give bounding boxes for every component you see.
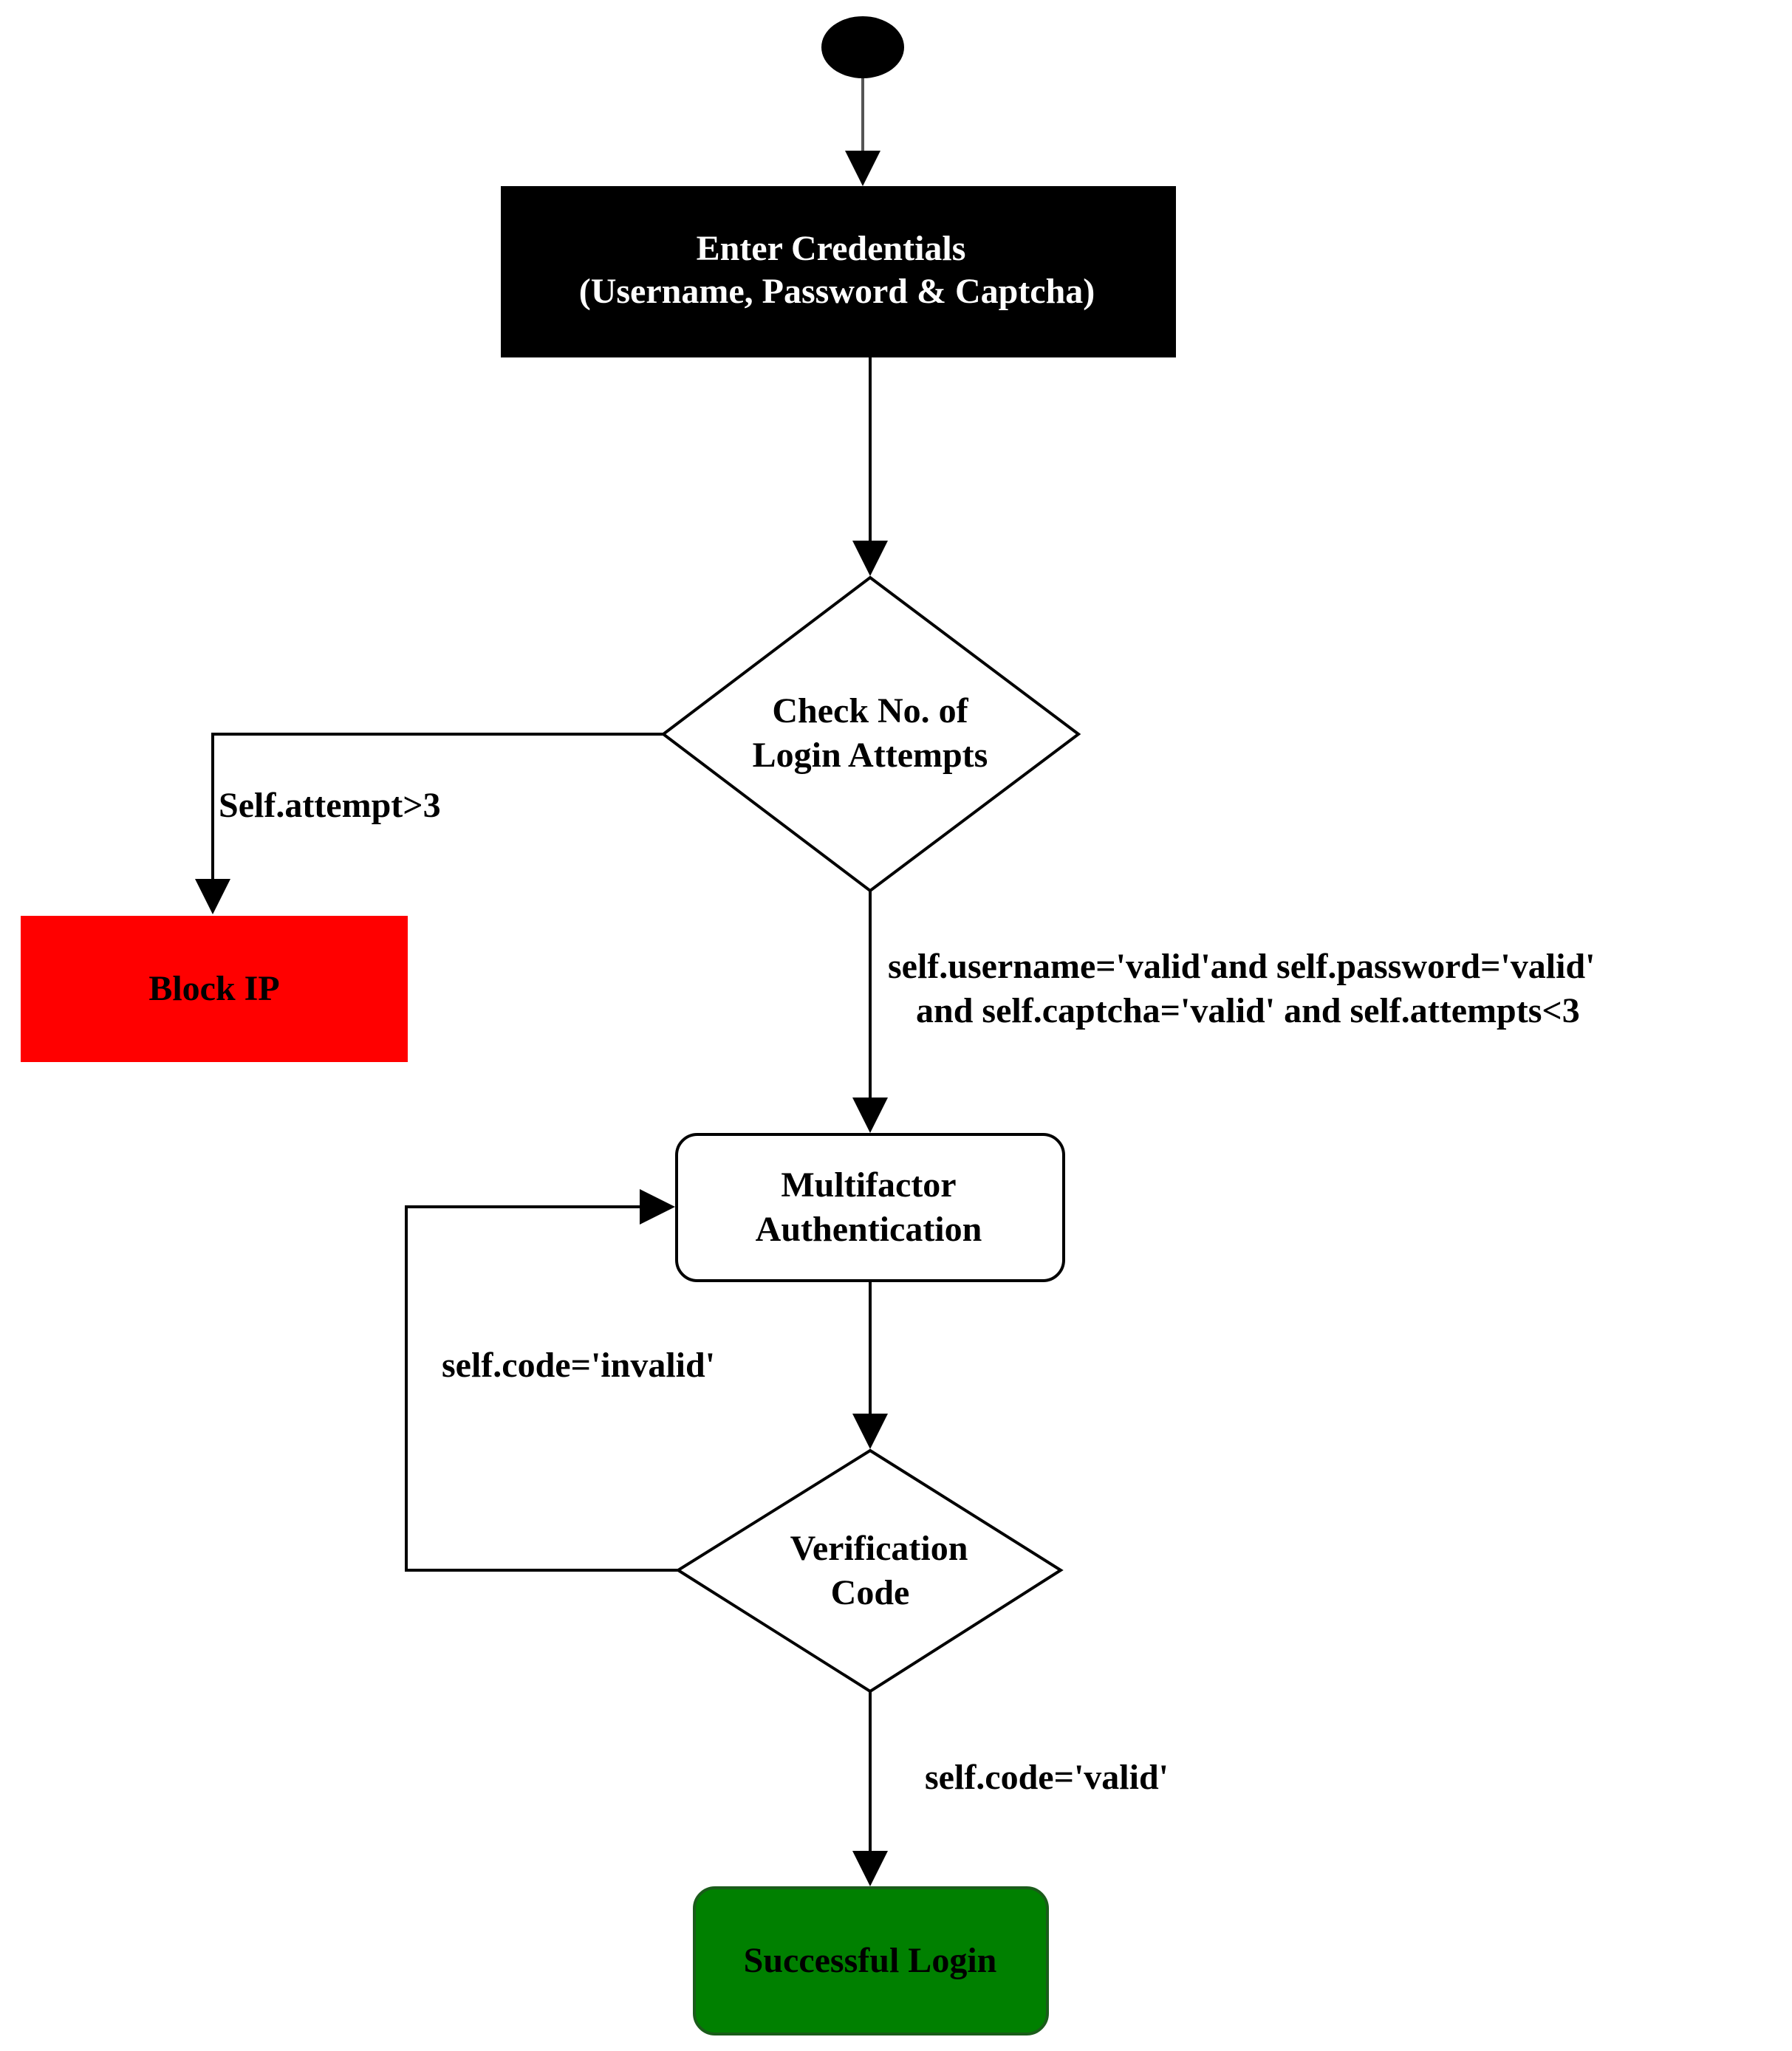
mfa-label-line1: Multifactor — [781, 1165, 956, 1205]
block-ip-box — [21, 916, 408, 1062]
check-attempts-diamond — [660, 575, 1081, 893]
mfa-box — [675, 1133, 1065, 1282]
credentials-box — [501, 186, 1176, 357]
invalid-code-label: self.code='invalid' — [442, 1346, 715, 1385]
block-ip-label: Block IP — [148, 969, 279, 1008]
verification-label-line1: Verification — [790, 1529, 968, 1568]
credentials-label-line2: (Username, Password & Captcha) — [579, 272, 1095, 311]
block-condition-label: Self.attempt>3 — [219, 786, 441, 825]
edge-check-to-block — [195, 733, 663, 914]
success-label: Successful Login — [744, 1941, 997, 1980]
edge-verification-to-mfa-loop — [405, 1189, 678, 1572]
check-attempts-label-line1: Check No. of — [772, 691, 968, 730]
valid-code-label: self.code='valid' — [925, 1758, 1169, 1797]
mfa-label-line2: Authentication — [756, 1210, 982, 1249]
valid-condition-label-line2: and self.captcha='valid' and self.attemp… — [916, 991, 1580, 1030]
verification-label-line2: Code — [831, 1573, 910, 1612]
credentials-label-line1: Enter Credentials — [697, 229, 966, 268]
valid-condition-label-line1: self.username='valid'and self.password='… — [888, 947, 1595, 986]
start-node — [821, 16, 904, 78]
success-box — [693, 1886, 1049, 2035]
check-attempts-label-line2: Login Attempts — [753, 736, 988, 775]
verification-diamond — [675, 1448, 1064, 1694]
